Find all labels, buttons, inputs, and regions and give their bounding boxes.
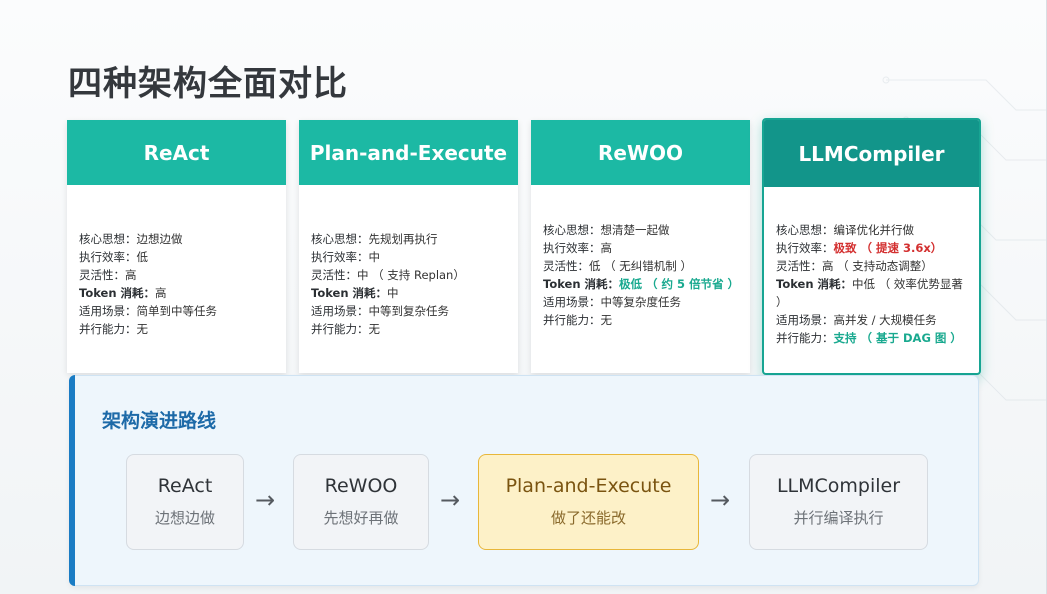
card-row: 灵活性：低 （ 无纠错机制 ） (543, 259, 692, 273)
card-body: 核心思想：先规划再执行 执行效率：中 灵活性：中 （ 支持 Replan） To… (311, 230, 508, 338)
page-title: 四种架构全面对比 (68, 64, 348, 104)
card-row: 灵活性：高 （ 支持动态调整） (776, 259, 933, 273)
step-name: LLMCompiler (776, 475, 901, 497)
card-row: 并行能力：支持 （ 基于 DAG 图 ） (776, 331, 962, 345)
evolution-panel: 架构演进路线 ReAct 边想边做 → ReWOO 先想好再做 → Plan-a… (69, 375, 979, 586)
card-body: 核心思想：编译优化并行做 执行效率：极致 （ 提速 3.6x） 灵活性：高 （ … (776, 221, 969, 347)
card-row: Token 消耗：中 (311, 286, 399, 300)
card-header: Plan-and-Execute (299, 120, 518, 185)
step-plan-and-execute: Plan-and-Execute 做了还能改 (478, 454, 699, 550)
card-row: Token 消耗：极低 （ 约 5 倍节省 ） (543, 277, 740, 291)
card-row: 执行效率：低 (79, 250, 148, 264)
card-header: ReWOO (531, 120, 750, 185)
card-row: 灵活性：高 (79, 268, 137, 282)
card-row: 核心思想：编译优化并行做 (776, 223, 914, 237)
comparison-cards: ReAct 核心思想：边想边做 执行效率：低 灵活性：高 Token 消耗：高 … (67, 118, 981, 375)
step-llmcompiler: LLMCompiler 并行编译执行 (749, 454, 928, 550)
card-rewoo: ReWOO 核心思想：想清楚一起做 执行效率：高 灵活性：低 （ 无纠错机制 ）… (531, 120, 750, 373)
card-row: 灵活性：中 （ 支持 Replan） (311, 268, 465, 282)
card-body: 核心思想：边想边做 执行效率：低 灵活性：高 Token 消耗：高 适用场景：简… (79, 230, 276, 338)
step-desc: 先想好再做 (323, 509, 399, 527)
card-row: Token 消耗：高 (79, 286, 167, 300)
card-row: 适用场景：高并发 / 大规模任务 (776, 313, 937, 327)
card-react: ReAct 核心思想：边想边做 执行效率：低 灵活性：高 Token 消耗：高 … (67, 120, 286, 373)
card-header: ReAct (67, 120, 286, 185)
arrow-right-icon: → (255, 486, 276, 514)
card-row: 并行能力：无 (543, 313, 612, 327)
card-row: 并行能力：无 (79, 322, 148, 336)
card-row: 适用场景：简单到中等任务 (79, 304, 217, 318)
step-name: ReWOO (324, 475, 398, 497)
card-header: LLMCompiler (764, 120, 979, 187)
evolution-title: 架构演进路线 (102, 410, 217, 432)
step-rewoo: ReWOO 先想好再做 (293, 454, 429, 550)
step-desc: 边想边做 (154, 509, 215, 527)
step-desc: 做了还能改 (550, 509, 626, 527)
accent-bar (69, 375, 75, 586)
card-row: Token 消耗：中低 （ 效率优势显著 ） (776, 277, 963, 309)
arrow-right-icon: → (710, 486, 731, 514)
card-row: 核心思想：先规划再执行 (311, 232, 438, 246)
card-row: 适用场景：中等到复杂任务 (311, 304, 449, 318)
card-row: 适用场景：中等复杂度任务 (543, 295, 681, 309)
card-row: 执行效率：高 (543, 241, 612, 255)
card-llmcompiler: LLMCompiler 核心思想：编译优化并行做 执行效率：极致 （ 提速 3.… (762, 118, 981, 375)
card-body: 核心思想：想清楚一起做 执行效率：高 灵活性：低 （ 无纠错机制 ） Token… (543, 221, 740, 329)
card-row: 核心思想：边想边做 (79, 232, 183, 246)
step-name: ReAct (157, 475, 213, 497)
card-row: 并行能力：无 (311, 322, 380, 336)
step-react: ReAct 边想边做 (126, 454, 244, 550)
arrow-right-icon: → (440, 486, 461, 514)
card-plan-and-execute: Plan-and-Execute 核心思想：先规划再执行 执行效率：中 灵活性：… (299, 120, 518, 373)
card-row: 执行效率：中 (311, 250, 380, 264)
step-name: Plan-and-Execute (505, 475, 672, 497)
card-row: 核心思想：想清楚一起做 (543, 223, 670, 237)
card-row: 执行效率：极致 （ 提速 3.6x） (776, 241, 943, 255)
step-desc: 并行编译执行 (793, 509, 884, 527)
